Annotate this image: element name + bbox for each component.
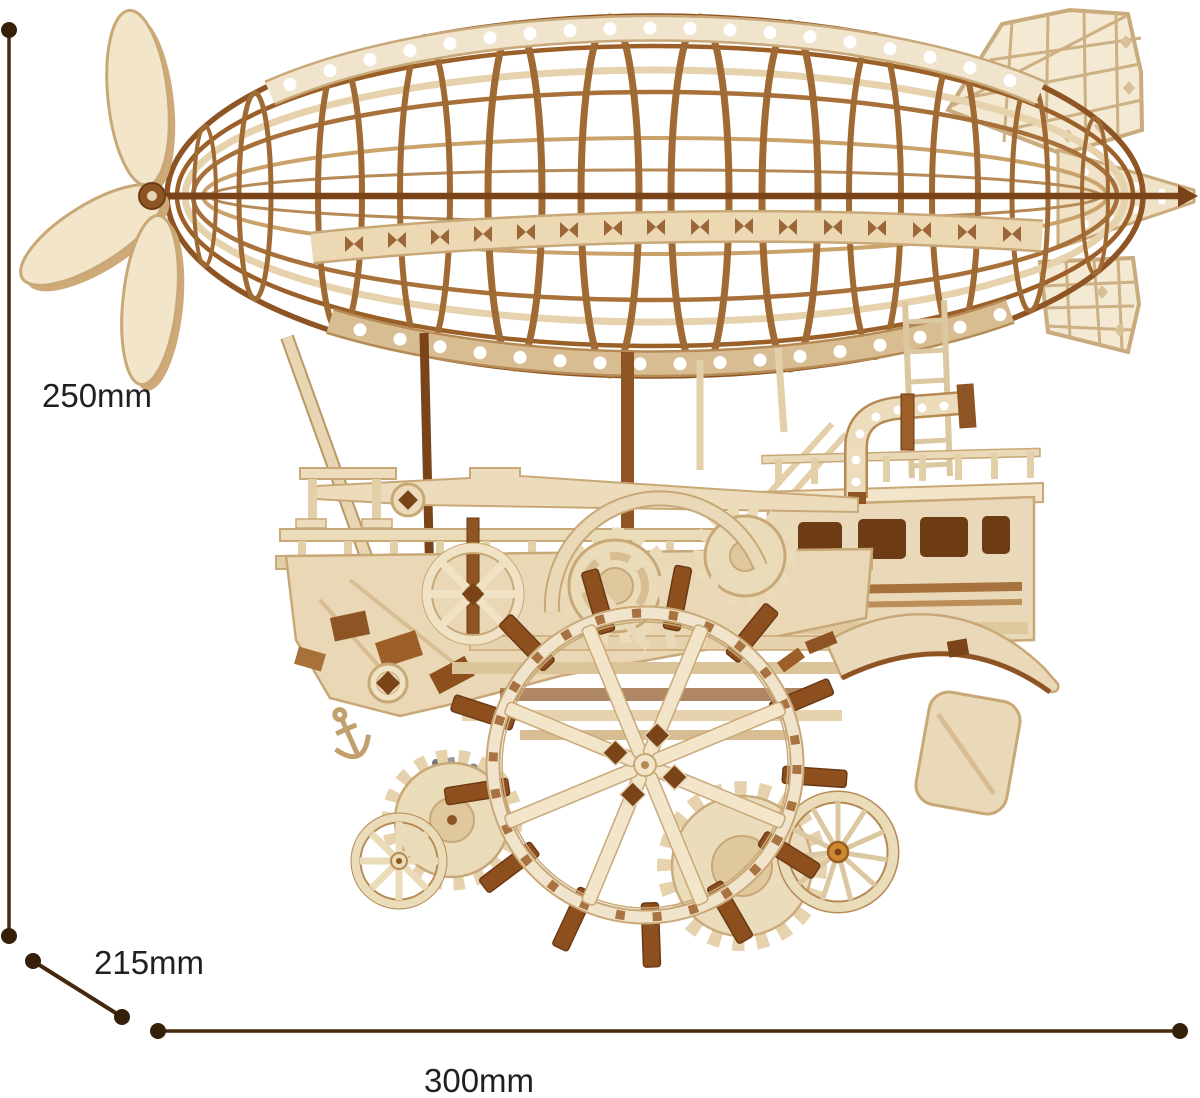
left-road-wheel <box>350 812 448 910</box>
propeller-blade-up <box>105 8 176 192</box>
height-dimension-line <box>1 22 17 944</box>
propeller-blade-down <box>120 213 185 391</box>
width-line-right-dot <box>1172 1023 1188 1039</box>
chimney-clamp <box>900 393 915 451</box>
tail-fins <box>945 7 1198 355</box>
height-dimension-label: 250mm <box>42 377 153 414</box>
propeller-blade-left <box>19 183 170 292</box>
depth-dimension-line <box>25 953 130 1025</box>
rudder-fin-horizontal <box>776 613 1060 695</box>
rudder-fin-vertical <box>914 690 1022 816</box>
height-line-top-dot <box>1 22 17 38</box>
wheel-rim-notches <box>488 608 802 922</box>
top-band <box>264 14 1046 106</box>
boom-pivot-hole <box>398 490 418 510</box>
chimney-cap <box>956 383 977 429</box>
anchor <box>332 707 371 760</box>
width-line-left-dot <box>150 1023 166 1039</box>
helm-wheel <box>421 517 525 646</box>
chimney-pipe <box>844 383 977 504</box>
dimension-annotations <box>1 22 1188 1039</box>
suspension-struts <box>280 299 953 586</box>
depth-dimension-label: 215mm <box>94 944 205 981</box>
deck-bench <box>295 467 397 529</box>
depth-line-start-dot <box>25 953 41 969</box>
propeller <box>19 8 210 391</box>
paddle-wheel <box>443 564 848 968</box>
propeller-hub-cap <box>147 191 157 201</box>
pulley-disc <box>367 662 409 704</box>
height-line-bottom-dot <box>1 928 17 944</box>
deck-boom <box>315 467 859 514</box>
gondola <box>275 352 1060 968</box>
wheel-hub <box>601 721 689 809</box>
depth-line-end-dot <box>114 1009 130 1025</box>
mid-lattice-band <box>310 209 1044 265</box>
width-dimension-line <box>150 1023 1188 1039</box>
width-dimension-label: 300mm <box>424 1062 535 1098</box>
kingpost <box>621 352 634 547</box>
forward-mast <box>419 332 435 586</box>
balloon-frame <box>150 13 1192 379</box>
